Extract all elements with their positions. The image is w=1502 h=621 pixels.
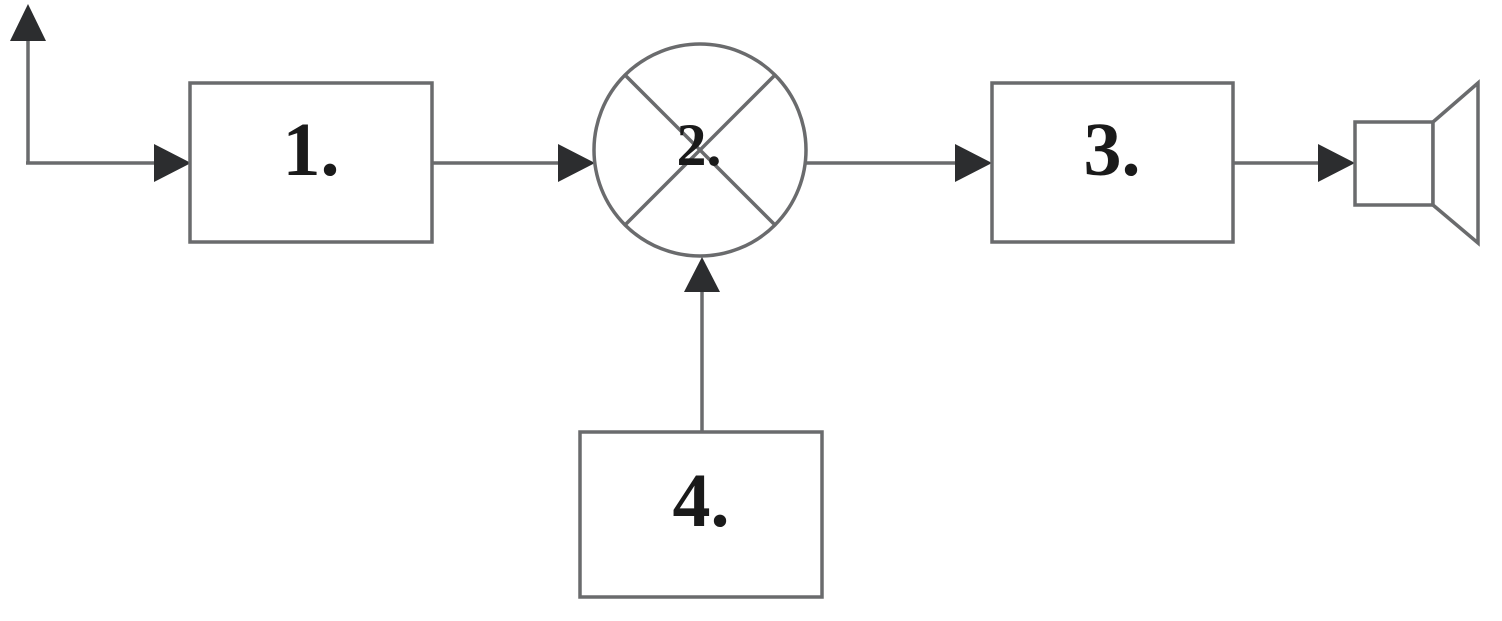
block-3-label: 3. — [1083, 108, 1141, 192]
speaker-horn — [1431, 79, 1480, 247]
right-arrowhead — [154, 144, 191, 182]
antenna-up-arrowhead — [10, 4, 46, 41]
block-4-label: 4. — [672, 459, 730, 543]
right-arrowhead — [1318, 144, 1355, 182]
connector-mixer-to-block3 — [805, 144, 992, 182]
right-arrowhead — [558, 144, 595, 182]
block-3-box — [990, 81, 1235, 244]
connector-block3-to-speaker — [1232, 144, 1355, 182]
block-1-box — [188, 81, 434, 244]
mixer-label: 2. — [676, 112, 722, 178]
block-4-box — [578, 430, 824, 599]
connector-antenna-to-block1 — [26, 144, 191, 182]
speaker-icon — [1353, 79, 1480, 247]
right-arrowhead — [955, 144, 992, 182]
antenna-icon — [10, 4, 46, 163]
mixer-x-diagonal-2 — [623, 73, 777, 227]
connector-block4-to-mixer — [684, 257, 720, 431]
block-1-label: 1. — [282, 108, 340, 192]
connector-block1-to-mixer — [431, 144, 595, 182]
speaker-body — [1353, 120, 1435, 207]
mixer-icon — [592, 42, 808, 258]
up-arrowhead — [684, 257, 720, 292]
